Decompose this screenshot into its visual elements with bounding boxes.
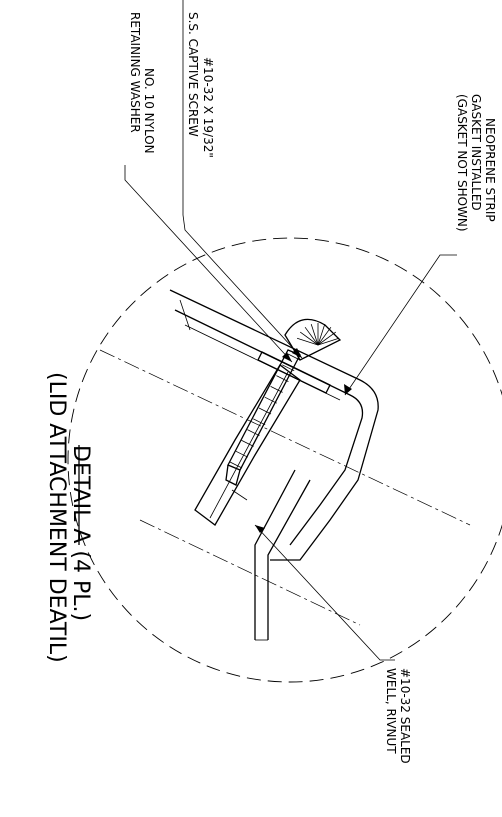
callout-neoprene-line1: NEOPRENE STRIP [483, 118, 497, 222]
screw-thread-line [264, 396, 277, 404]
screw-head-knurl [296, 323, 340, 346]
callout-washer-line1: NO. 10 NYLON [142, 68, 156, 154]
screw-thread-line [258, 407, 272, 415]
leader-lines [124, 0, 457, 661]
callout-screw-line1: #10-32 X 19/32" [201, 57, 215, 158]
knurl-line [310, 323, 319, 346]
lid-panel [169, 289, 379, 561]
screw-thread-line [235, 450, 248, 458]
detail-title: DETAIL A (4 PL.) [68, 445, 93, 621]
arrowhead-screw [292, 348, 302, 358]
arrowhead-neoprene [344, 384, 352, 395]
screw-threads [229, 353, 301, 469]
screw-thread-line [253, 418, 266, 426]
centerline-upper [99, 349, 471, 526]
arrowhead-washer [282, 352, 292, 362]
screw-thread-line [276, 375, 289, 382]
knurl-line [304, 326, 319, 346]
detail-subtitle: (LID ATTACHMENT DEATIL) [44, 372, 69, 663]
screw-thread-line [282, 364, 295, 372]
callout-rivnut-line2: WELL, RIVNUT [384, 668, 398, 754]
centerline-lower [139, 519, 361, 626]
knurl-line [317, 326, 332, 346]
screw-thread-line [270, 386, 283, 393]
callout-screw-line2: S.S. CAPTIVE SCREW [186, 12, 200, 137]
screw-thread-line [229, 461, 243, 469]
callout-rivnut-line1: #10-32 SEALED [398, 668, 412, 764]
knurl-line [317, 337, 340, 346]
captive-screw [225, 349, 301, 486]
nylon-retaining-washer [257, 351, 331, 394]
knurl-line [296, 337, 319, 346]
enclosure-wall [254, 469, 311, 641]
knurl-line [299, 331, 319, 346]
knurl-line [317, 331, 337, 346]
callout-washer-line2: RETAINING WASHER [128, 12, 142, 133]
arrowhead-rivnut [255, 525, 265, 533]
callout-neoprene-line2: GASKET INSTALLED [469, 94, 483, 211]
knurl-line [317, 323, 326, 346]
screw-thread-line [247, 429, 260, 436]
detail-boundary-circle [67, 237, 502, 683]
screw-thread-line [287, 353, 301, 361]
callout-neoprene-line3: (GASKET NOT SHOWN) [455, 94, 469, 232]
screw-thread-line [241, 440, 254, 447]
rivnut-body [194, 364, 301, 526]
screw-head [284, 318, 342, 361]
